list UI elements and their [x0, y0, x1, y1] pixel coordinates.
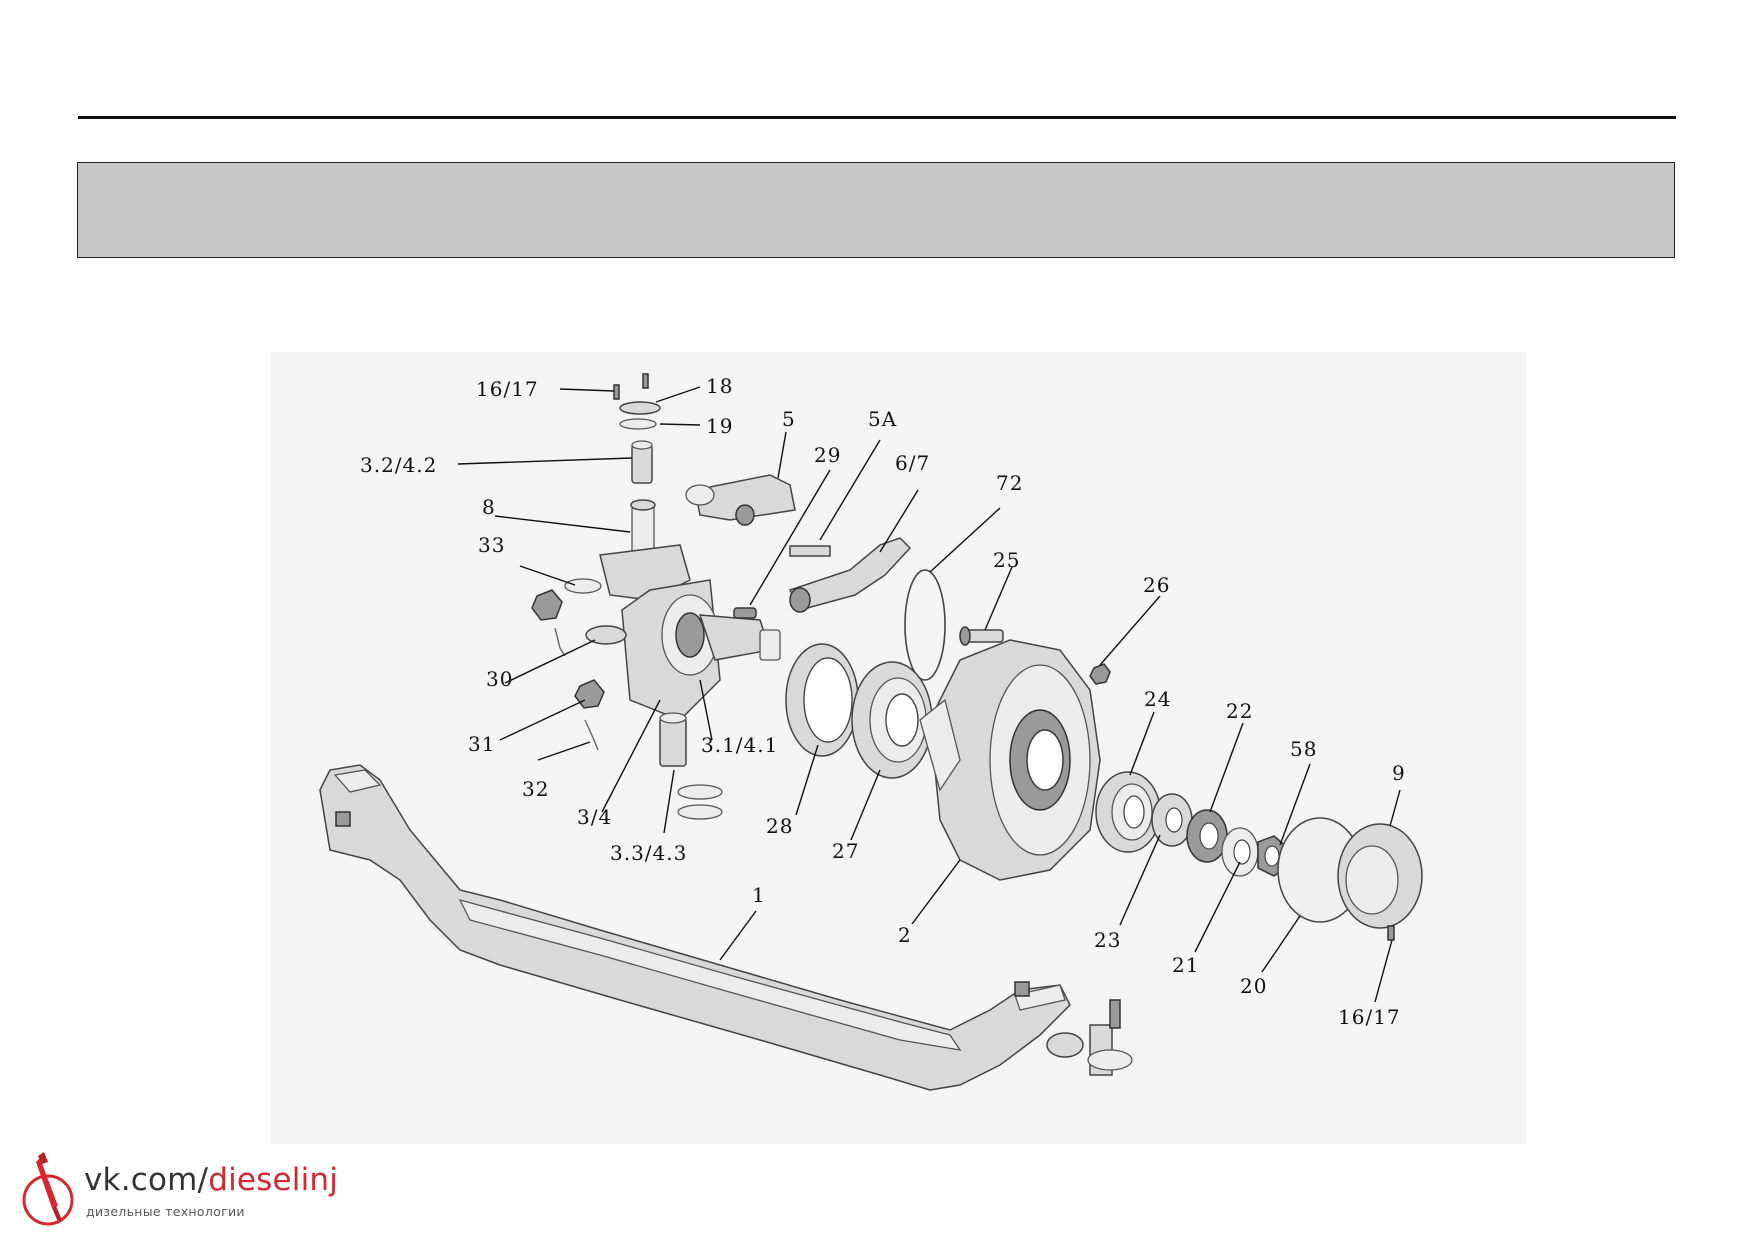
callout-32: 32 [522, 777, 549, 801]
bearing-24 [1095, 771, 1161, 853]
lock-washer-22 [1186, 809, 1228, 863]
washer-21 [1221, 827, 1259, 877]
nut-31 [574, 679, 605, 709]
callout-3-2-4-2: 3.2/4.2 [360, 453, 437, 477]
watermark-subtitle: дизельные технологии [86, 1204, 245, 1219]
callout-24: 24 [1144, 687, 1171, 711]
seal-28 [785, 643, 859, 757]
callout-18: 18 [706, 374, 733, 398]
bearing-27 [851, 661, 933, 779]
callout-27: 27 [832, 839, 859, 863]
kingpin-lower-bush [659, 712, 723, 820]
bolt-16-17-top [613, 384, 620, 400]
callout-30: 30 [486, 667, 513, 691]
callout-16-17-bottom: 16/17 [1338, 1005, 1401, 1029]
wheel-bolt-25 [959, 626, 1004, 646]
callout-23: 23 [1094, 928, 1121, 952]
kingpin-upper [631, 440, 653, 484]
shim-19 [619, 418, 657, 430]
bolt-16-17-bottom [1387, 925, 1395, 941]
cap-plate-18 [619, 401, 661, 415]
nut-26 [1089, 663, 1111, 685]
steering-arm-5 [685, 474, 796, 526]
callout-3-1-4-1: 3.1/4.1 [701, 733, 778, 757]
key-5a [789, 545, 831, 557]
watermark-url: vk.com/dieselinj [84, 1162, 338, 1198]
callout-16-17-top: 16/17 [476, 377, 539, 401]
callout-20: 20 [1240, 974, 1267, 998]
callout-58: 58 [1290, 737, 1317, 761]
watermark-url-accent: dieselinj [208, 1162, 339, 1198]
callout-25: 25 [993, 548, 1020, 572]
hub-cap-9 [1337, 823, 1423, 929]
pin-29 [733, 607, 757, 619]
washer-23 [1151, 793, 1193, 847]
callout-8: 8 [482, 495, 496, 519]
callout-22: 22 [1226, 699, 1253, 723]
seal-30 [585, 625, 627, 645]
header-band [77, 162, 1675, 258]
watermark: vk.com/dieselinj дизельные технологии [0, 1138, 338, 1238]
wheel-hub-2 [919, 639, 1101, 881]
bolt-16-17-top-b [642, 373, 649, 389]
callout-6-7: 6/7 [895, 451, 930, 475]
callout-21: 21 [1172, 953, 1199, 977]
cotter-pin-top [554, 627, 566, 657]
watermark-url-prefix: vk.com/ [84, 1162, 209, 1198]
callout-28: 28 [766, 814, 793, 838]
callout-3-3-4-3: 3.3/4.3 [610, 841, 687, 865]
callout-5: 5 [782, 407, 796, 431]
washer-33 [564, 578, 602, 594]
callout-1: 1 [752, 883, 766, 907]
callout-29: 29 [814, 443, 841, 467]
leader-lines [457, 386, 1401, 1003]
callout-26: 26 [1143, 573, 1170, 597]
o-ring-72 [904, 569, 946, 681]
callout-9: 9 [1392, 761, 1406, 785]
callout-5a: 5A [868, 407, 897, 431]
injector-logo-icon [22, 1152, 74, 1226]
axle-beam [319, 764, 1133, 1091]
callout-3-4: 3/4 [577, 805, 612, 829]
top-rule [78, 116, 1676, 119]
steering-arm-6-7 [788, 537, 912, 613]
steering-knuckle [599, 499, 781, 721]
callout-33: 33 [478, 533, 505, 557]
callout-72: 72 [996, 471, 1023, 495]
callout-19: 19 [706, 414, 733, 438]
cotter-pin-32 [584, 719, 599, 751]
callout-2: 2 [898, 923, 912, 947]
nut-33 [531, 589, 563, 621]
callout-31: 31 [468, 732, 495, 756]
